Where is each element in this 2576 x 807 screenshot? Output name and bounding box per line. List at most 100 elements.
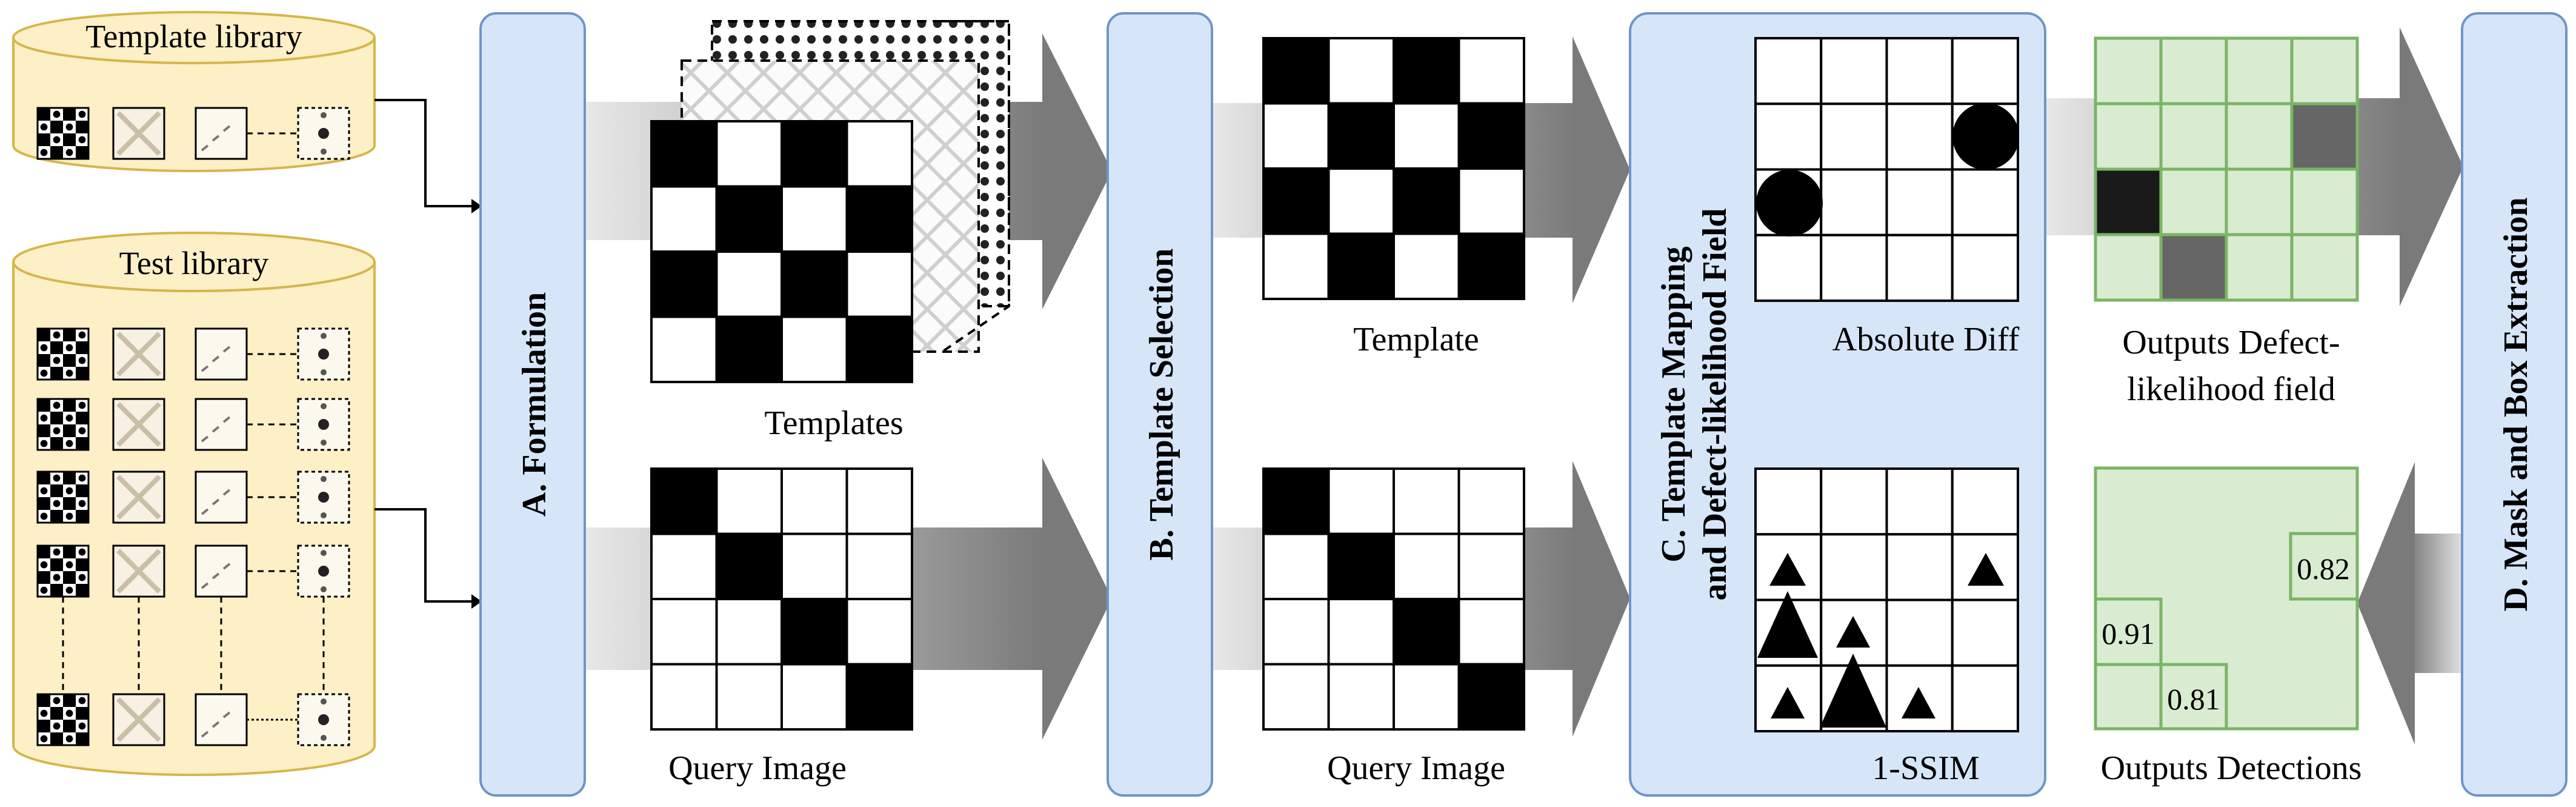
defect-field-cell [2094,167,2163,236]
template-checker-cell [780,250,848,318]
absolute-diff-cell [1885,168,1954,236]
absolute-diff-cell [1885,37,1954,105]
cross-thumbnail [112,327,165,381]
ssim-cell [1951,664,2019,732]
defect-field-cell [2159,102,2228,171]
defect-field-cell [2225,102,2294,171]
detection-score: 0.81 [2167,682,2220,716]
query-image-2-cell [1262,467,1330,535]
dots-thumbnail [297,107,350,160]
selected-template-cell [1393,102,1460,170]
stage-d-label: D. Mask and Box Extraction [2497,198,2535,612]
ssim-triangle [1769,553,1806,586]
defect-likelihood-field-grid [2094,36,2359,302]
weave-thumbnail [195,693,248,746]
template-checker-cell [845,185,913,253]
query-image-1-cell [780,663,848,731]
template-checker-cell [845,120,913,188]
query-image-1-cell [845,598,913,666]
template-library-label: Template library [85,18,302,55]
query-image-1 [650,467,913,731]
connector-arrowhead [471,594,482,609]
query-image-2-caption: Query Image [1327,749,1505,787]
template-checker-cell [780,120,848,188]
diff-blob [1756,170,1823,236]
query-image-1-cell [780,598,848,666]
templates-stack: Templates [650,20,1010,442]
absolute-diff-cell [1951,168,2019,236]
absolute-diff-cell [1951,233,2019,302]
detection-score: 0.82 [2297,552,2350,586]
query-image-2-cell [1327,663,1395,731]
query-image-2 [1262,467,1525,731]
selected-template-cell [1327,232,1395,300]
detection-box [2289,532,2359,601]
query-image-2-cell [1327,598,1395,666]
defect-field-cell [2094,36,2163,105]
weave-thumbnail [195,470,248,524]
dots-thumbnail [297,693,350,746]
selected-template-cell [1393,167,1460,235]
template-checker-cell [845,315,913,383]
selected-template-cell [1262,167,1330,235]
selected-template-cell [1393,37,1460,105]
template-checker-cell [715,185,783,253]
selected-template-cell [1457,167,1525,235]
defect-field-cell [2290,36,2359,105]
absolute-diff-cell [1885,233,1954,302]
dots-thumbnail [297,544,350,598]
absolute-diff-caption: Absolute Diff [1832,321,2020,358]
defect-field-cell [2159,233,2228,302]
arrow-d-to-detections [2357,462,2466,745]
templates-caption: Templates [764,404,903,442]
ssim-caption: 1-SSIM [1872,749,1979,787]
query-image-1-cell [650,663,718,731]
defect-field-cell [2290,102,2359,171]
defect-field-cell [2290,167,2359,236]
defect-field-cell [2159,167,2228,236]
stage-a-formulation: A. Formulation [479,12,586,797]
absolute-diff-cell [1820,168,1888,236]
weave-thumbnail [195,398,248,451]
test-library-cylinder: Test library [12,232,376,776]
query-image-2-cell [1393,467,1460,535]
test-library-connector [374,508,478,603]
query-image-1-cell [780,467,848,535]
selected-template-cell [1393,232,1460,300]
template-checker-cell [715,120,783,188]
ssim-cell [1820,467,1888,536]
absolute-diff-cell [1820,233,1888,302]
checker-thumbnail [36,693,90,746]
query-image-2-cell [1327,467,1395,535]
template-checker-cell [650,315,718,383]
checker-thumbnail [36,107,90,160]
query-image-2-cell [1457,467,1525,535]
absolute-diff-cell [1885,102,1954,171]
query-image-1-cell [715,598,783,666]
query-image-2-cell [1457,598,1525,666]
query-image-2-cell [1457,532,1525,600]
stage-b-template-selection: B. Template Selection [1107,12,1213,797]
defect-field-cell [2225,167,2294,236]
query-image-2-cell [1457,663,1525,731]
cross-thumbnail [112,398,165,451]
selected-template [1262,37,1525,300]
query-image-1-cell [650,598,718,666]
checker-thumbnail [36,470,90,524]
cross-thumbnail [112,470,165,524]
test-library-label: Test library [119,245,269,281]
weave-thumbnail [195,327,248,381]
query-image-2-cell [1262,532,1330,600]
query-image-1-cell [650,467,718,535]
ssim-triangle [1902,687,1935,718]
ssim-cell [1820,533,1888,601]
defect-field-cell [2225,233,2294,302]
query-image-1-cell [780,532,848,600]
weave-thumbnail [195,107,248,160]
query-image-1-cell [650,532,718,600]
query-image-2-cell [1393,663,1460,731]
cross-thumbnail [112,107,165,160]
query-image-2-cell [1327,532,1395,600]
ssim-cell [1951,467,2019,536]
